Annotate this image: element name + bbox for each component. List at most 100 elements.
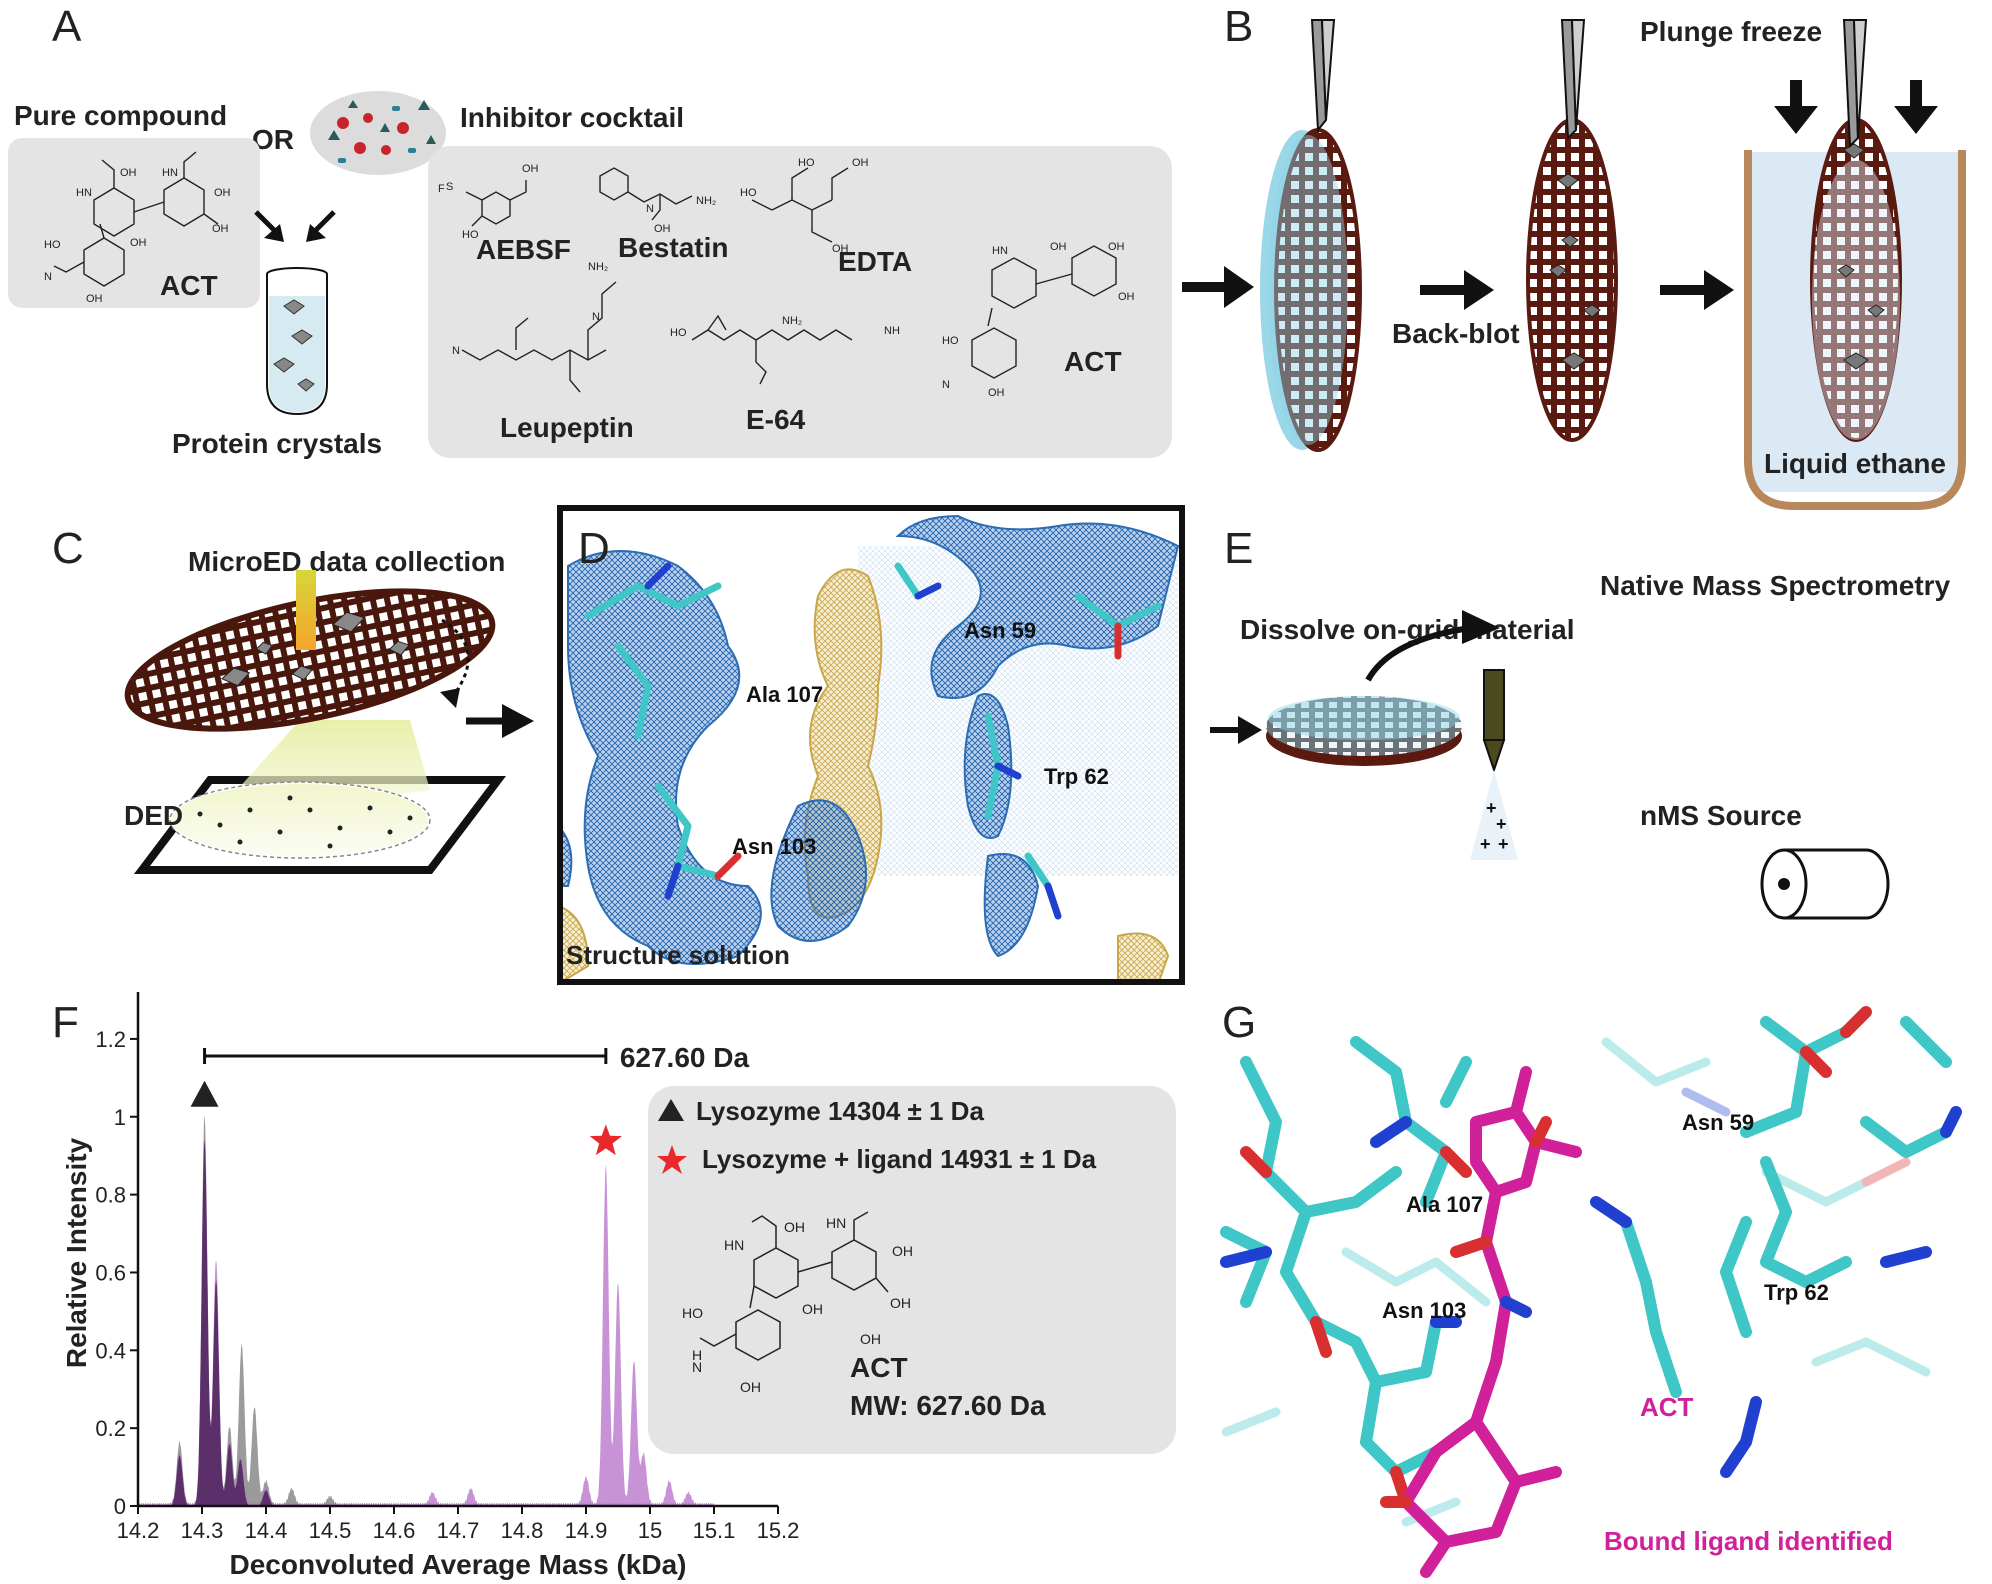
svg-text:NH₂: NH₂ xyxy=(588,261,608,273)
svg-text:OH: OH xyxy=(802,1301,823,1317)
svg-text:NH: NH xyxy=(884,325,900,337)
x-tick-label: 15 xyxy=(638,1518,662,1543)
d-residue-asn103: Asn 103 xyxy=(732,834,817,859)
svg-text:HO: HO xyxy=(682,1305,703,1321)
back-blot-label: Back-blot xyxy=(1392,318,1520,349)
protein-crystals-label: Protein crystals xyxy=(172,428,383,459)
liquid-ethane-label: Liquid ethane xyxy=(1764,448,1946,479)
bestatin-label: Bestatin xyxy=(618,232,729,263)
svg-text:HO: HO xyxy=(44,239,61,251)
svg-text:OH: OH xyxy=(740,1379,761,1395)
svg-text:HN: HN xyxy=(162,167,178,179)
svg-text:N: N xyxy=(692,1359,702,1375)
x-tick-label: 15.2 xyxy=(757,1518,800,1543)
x-tick-label: 14.7 xyxy=(437,1518,480,1543)
svg-text:OH: OH xyxy=(852,157,869,169)
ded-label: DED xyxy=(124,800,184,831)
bound-ligand-structure xyxy=(1220,1006,1962,1578)
microed-setup xyxy=(124,570,507,874)
act-label-legend: ACT xyxy=(850,1352,908,1383)
svg-text:HO: HO xyxy=(798,157,815,169)
y-tick-label: 0.8 xyxy=(95,1183,126,1208)
svg-text:HN: HN xyxy=(826,1215,846,1231)
protein-crystal-tube xyxy=(266,267,328,416)
e64-label: E-64 xyxy=(746,404,806,435)
dissolve-label: Dissolve on-grid material xyxy=(1240,614,1575,645)
inhibitor-cocktail-box xyxy=(428,146,1172,458)
y-tick-label: 1 xyxy=(114,1105,126,1130)
svg-text:+: + xyxy=(1486,798,1497,818)
leupeptin-label: Leupeptin xyxy=(500,412,634,443)
panel-label-b: B xyxy=(1224,2,1254,51)
series-overlap-area xyxy=(138,1140,778,1506)
ms-inlet-cylinder xyxy=(1760,848,1890,920)
dissolve-and-ms-source: ++++ xyxy=(1210,610,1518,860)
grid-blotting-sequence xyxy=(1260,19,1966,510)
plunge-freeze-label: Plunge freeze xyxy=(1640,16,1823,47)
act-label-a-left: ACT xyxy=(160,270,218,301)
svg-text:OH: OH xyxy=(1108,241,1125,253)
svg-text:+: + xyxy=(1496,814,1507,834)
svg-text:F: F xyxy=(438,183,445,195)
svg-text:HN: HN xyxy=(992,245,1008,257)
legend-lysozyme: Lysozyme 14304 ± 1 Da xyxy=(696,1096,984,1126)
svg-text:HN: HN xyxy=(724,1237,744,1253)
x-tick-label: 14.3 xyxy=(181,1518,224,1543)
svg-text:+: + xyxy=(1498,834,1509,854)
microed-label: MicroED data collection xyxy=(188,546,506,577)
svg-text:OH: OH xyxy=(86,293,103,305)
x-tick-label: 14.6 xyxy=(373,1518,416,1543)
g-act-label: ACT xyxy=(1640,1392,1694,1422)
y-tick-label: 1.2 xyxy=(95,1027,126,1052)
d-residue-asn59: Asn 59 xyxy=(964,618,1037,643)
arrow-c-to-d xyxy=(466,704,534,738)
bound-ligand-label: Bound ligand identified xyxy=(1604,1526,1893,1556)
svg-text:OH: OH xyxy=(522,163,539,175)
svg-text:OH: OH xyxy=(1118,291,1135,303)
d-residue-trp62: Trp 62 xyxy=(1044,764,1109,789)
peak-triangle-marker xyxy=(190,1080,219,1107)
svg-text:HO: HO xyxy=(670,327,687,339)
svg-text:+: + xyxy=(1480,834,1491,854)
svg-text:H: H xyxy=(692,1347,702,1363)
arrow-a-to-b xyxy=(1182,266,1254,308)
svg-text:OH: OH xyxy=(1050,241,1067,253)
svg-text:HO: HO xyxy=(462,229,479,241)
nms-source-label: nMS Source xyxy=(1640,800,1802,831)
panel-label-d: D xyxy=(578,524,610,573)
svg-text:N: N xyxy=(44,271,52,283)
legend-triangle-icon xyxy=(658,1099,684,1121)
x-tick-label: 14.8 xyxy=(501,1518,544,1543)
y-axis-label: Relative Intensity xyxy=(61,1137,92,1368)
g-residue-asn103: Asn 103 xyxy=(1382,1298,1467,1323)
x-axis-label: Deconvoluted Average Mass (kDa) xyxy=(230,1549,687,1580)
panel-label-a: A xyxy=(52,2,82,51)
svg-text:OH: OH xyxy=(120,167,137,179)
legend-star-icon xyxy=(657,1145,687,1174)
density-map-panel xyxy=(557,505,1185,986)
svg-text:N: N xyxy=(942,379,950,391)
legend-box xyxy=(648,1086,1176,1454)
svg-text:OH: OH xyxy=(212,223,229,235)
svg-text:N: N xyxy=(646,203,654,215)
x-tick-label: 14.5 xyxy=(309,1518,352,1543)
series-lysozyme-ligand-area xyxy=(138,1138,778,1506)
bracket-label: 627.60 Da xyxy=(620,1042,750,1073)
x-tick-label: 15.1 xyxy=(693,1518,736,1543)
y-tick-label: 0 xyxy=(114,1494,126,1519)
arrows-to-tube xyxy=(254,210,336,242)
svg-text:HN: HN xyxy=(76,187,92,199)
y-tick-label: 0.4 xyxy=(95,1338,126,1363)
svg-text:OH: OH xyxy=(988,387,1005,399)
svg-text:OH: OH xyxy=(130,237,147,249)
act-label-a-right: ACT xyxy=(1064,346,1122,377)
structure-solution-label: Structure solution xyxy=(566,940,790,970)
svg-text:OH: OH xyxy=(890,1295,911,1311)
inhibitor-cocktail-bubble xyxy=(310,91,446,175)
y-tick-label: 0.6 xyxy=(95,1260,126,1285)
g-residue-trp62: Trp 62 xyxy=(1764,1280,1829,1305)
panel-label-f: F xyxy=(52,998,79,1047)
svg-text:OH: OH xyxy=(832,243,849,255)
